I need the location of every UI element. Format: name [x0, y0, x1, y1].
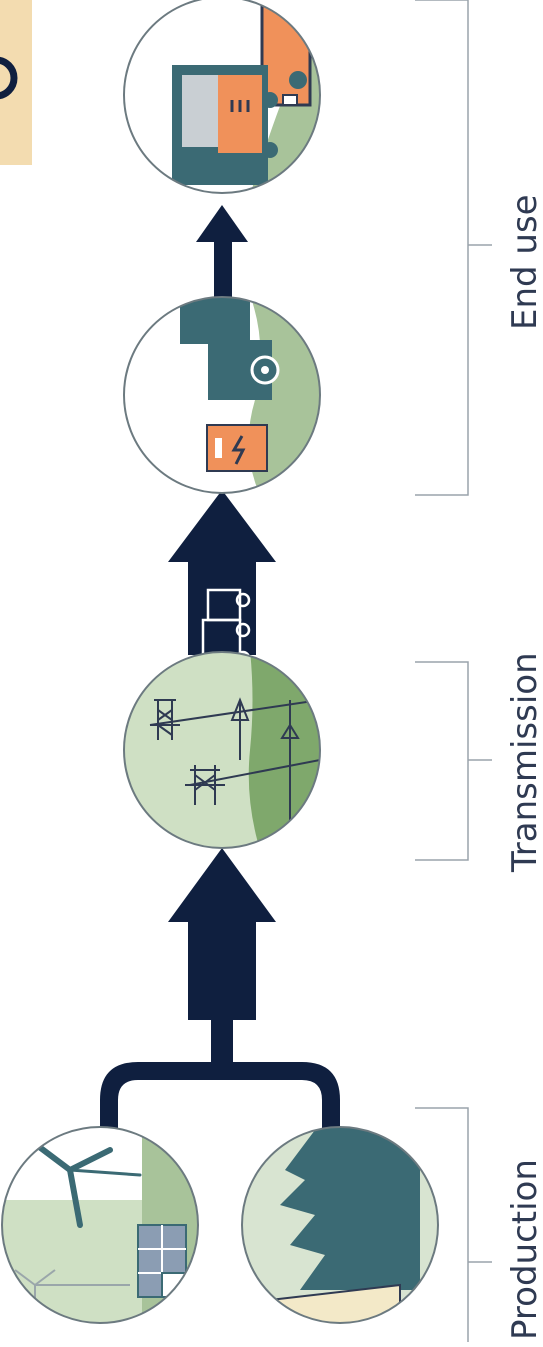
factory-circle	[240, 1110, 440, 1340]
bracket-end-use	[415, 0, 492, 495]
vehicle-charging-circle	[120, 0, 330, 195]
charger-icon	[207, 425, 267, 471]
stage-label-transmission: Transmission	[505, 652, 543, 872]
stage-label-production: Production	[505, 1159, 543, 1340]
solar-panel-icon	[138, 1225, 186, 1297]
truck-cab-icon	[172, 65, 278, 185]
transmission-circle	[120, 650, 330, 850]
stage-brackets	[415, 0, 492, 1342]
arrow-between-end-use	[196, 205, 248, 300]
arrow-to-end-use	[168, 490, 276, 655]
bracket-transmission	[415, 662, 492, 860]
corner-tab	[0, 0, 32, 165]
arrow-to-transmission	[168, 848, 276, 1020]
wind-solar-circle	[0, 1125, 202, 1330]
stage-label-end-use: End use	[505, 194, 543, 330]
branch-connector	[100, 1062, 340, 1128]
vehicle-icon	[262, 0, 310, 105]
charger-circle	[120, 292, 330, 495]
